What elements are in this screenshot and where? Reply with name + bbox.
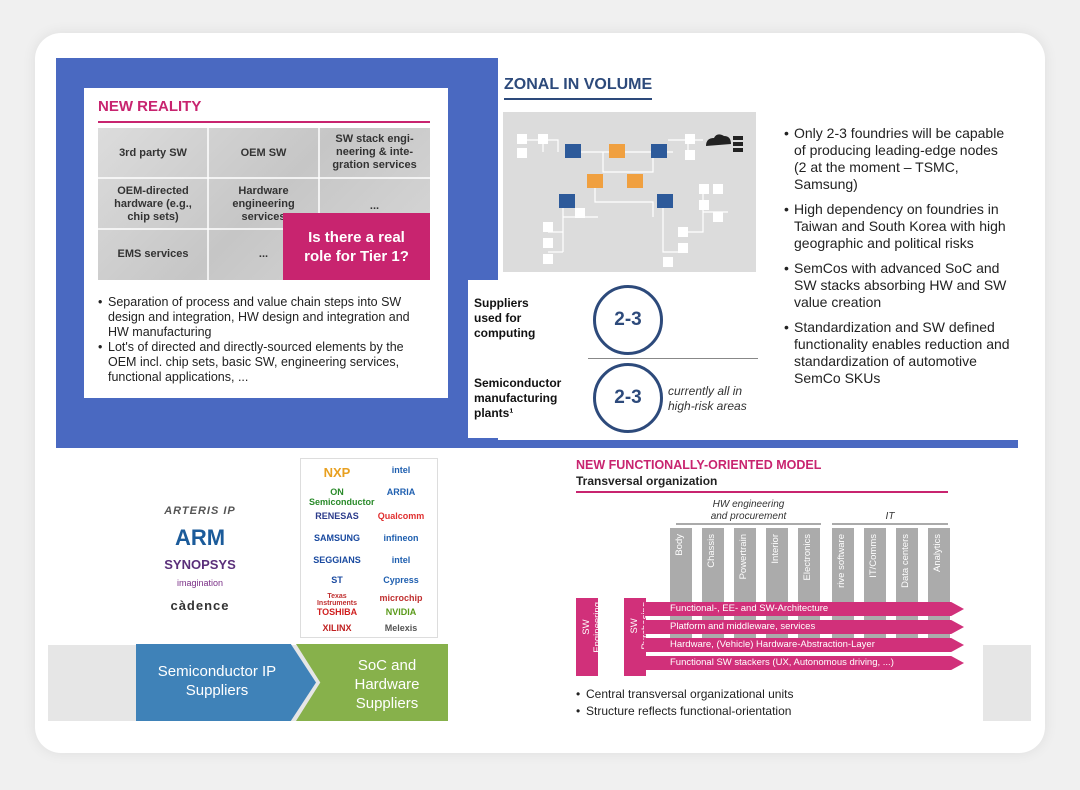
- bullet-item: Separation of process and value chain st…: [98, 295, 433, 340]
- functional-model-title: NEW FUNCTIONALLY-ORIENTED MODEL: [576, 458, 822, 472]
- bullet-item: SemCos with advanced SoC and SW stacks a…: [784, 260, 1012, 311]
- org-column: Electronics: [798, 528, 820, 646]
- grid-cell: SW stack engi- neering & inte- gration s…: [332, 133, 417, 171]
- bullet-item: Central transversal organizational units: [576, 686, 793, 703]
- soc-logo: ON Semiconductor: [309, 487, 375, 507]
- right-grey-band: [983, 645, 1031, 721]
- column-label: Interior: [770, 534, 781, 564]
- functional-bullets: Central transversal organizational units…: [576, 686, 793, 720]
- blue-bottom-strip: [56, 438, 1018, 448]
- plants-value: 2-3: [593, 363, 663, 433]
- soc-logo: Melexis: [384, 623, 418, 633]
- column-label: Powertrain: [738, 534, 749, 580]
- org-column: Body: [670, 528, 692, 646]
- functional-model-subtitle: Transversal organization: [576, 474, 718, 488]
- org-column: Analytics: [928, 528, 950, 646]
- soc-logo: SEGGIANS: [313, 555, 361, 565]
- zonal-network-diagram: [503, 112, 756, 272]
- soc-logo: Cypress: [383, 575, 419, 585]
- soc-logo: TOSHIBA: [316, 607, 358, 617]
- zonal-underline: [504, 98, 652, 100]
- it-header: IT: [885, 511, 895, 522]
- soc-logo: infineon: [383, 533, 419, 543]
- zonal-title: ZONAL IN VOLUME: [504, 76, 653, 93]
- arm-logo: ARM: [174, 525, 226, 550]
- grid-cell: ...: [258, 248, 269, 260]
- bullet-item: High dependency on foundries in Taiwan a…: [784, 201, 1012, 252]
- org-column: rive software: [832, 528, 854, 646]
- soc-logo: NVIDIA: [385, 607, 417, 617]
- title-underline: [98, 121, 430, 123]
- column-label: Body: [674, 534, 685, 556]
- soc-logo: SAMSUNG: [313, 533, 360, 543]
- grid-cell: OEM SW: [240, 147, 287, 159]
- computing-suppliers-value: 2-3: [593, 285, 663, 355]
- org-column: Interior: [766, 528, 788, 646]
- arteris-logo: ARTERIS IP: [164, 505, 236, 517]
- computing-suppliers-label: Suppliers used for computing: [474, 296, 536, 340]
- high-risk-note: currently all in high-risk areas: [668, 384, 747, 413]
- sw-purchasing-unit: SW Purchasing: [624, 598, 651, 676]
- functional-arrow: Hardware, (Vehicle) Hardware-Abstraction…: [644, 638, 964, 652]
- sw-engineering-unit: SW Engineering: [576, 598, 603, 676]
- column-label: Data centers: [900, 534, 911, 588]
- grid-cell: ...: [369, 200, 380, 212]
- plants-label: Semiconductor manufacturing plants¹: [474, 376, 562, 420]
- functional-arrow: Platform and middleware, services: [644, 620, 964, 634]
- soc-logo: NXP: [323, 465, 351, 480]
- bullet-item: Only 2-3 foundries will be capable of pr…: [784, 125, 1012, 193]
- org-column: IT/Comms: [864, 528, 886, 646]
- org-column: Data centers: [896, 528, 918, 646]
- it-header-rule: [832, 523, 948, 525]
- soc-logo: intel: [391, 465, 411, 475]
- functional-underline: [576, 491, 948, 493]
- column-label: Electronics: [802, 534, 813, 581]
- org-column: Powertrain: [734, 528, 756, 646]
- soc-logo: Texas Instruments: [316, 593, 358, 607]
- imagination-logo: imagination: [176, 578, 224, 588]
- column-label: IT/Comms: [868, 534, 879, 578]
- column-label: Chassis: [706, 534, 717, 568]
- zonal-bullets: Only 2-3 foundries will be capable of pr…: [784, 125, 1012, 395]
- bullet-item: Lot's of directed and directly-sourced e…: [98, 340, 433, 385]
- row-divider: [588, 358, 758, 359]
- tier1-callout: Is there a real role for Tier 1?: [283, 213, 430, 280]
- soc-logo: RENESAS: [315, 511, 359, 521]
- ip-suppliers-chevron: Semiconductor IP Suppliers: [136, 644, 316, 721]
- functional-arrow: Functional-, EE- and SW-Architecture: [644, 602, 964, 616]
- grid-cell: OEM-directed hardware (e.g., chip sets): [114, 185, 192, 223]
- cadence-logo: càdence: [170, 598, 230, 613]
- soc-suppliers-chevron: SoC and Hardware Suppliers: [296, 644, 448, 721]
- soc-logo: microchip: [379, 593, 423, 603]
- grid-cell: EMS services: [117, 248, 189, 260]
- column-label: rive software: [836, 534, 847, 588]
- ip-logo-column: ARTERIS IP ARM SYNOPSYS imagination càde…: [150, 505, 250, 613]
- new-reality-bullets: Separation of process and value chain st…: [98, 295, 433, 385]
- column-label: Analytics: [932, 534, 943, 573]
- grid-cell: Hardware engineering services: [232, 185, 295, 223]
- synopsys-logo: SYNOPSYS: [164, 557, 236, 572]
- sourcing-panel: Suppliers used for computing 2-3 Semicon…: [468, 280, 758, 438]
- bullet-item: Standardization and SW defined functiona…: [784, 319, 1012, 387]
- bullet-item: Structure reflects functional-orientatio…: [576, 703, 793, 720]
- hw-header-rule: [676, 523, 821, 525]
- soc-logo-grid: NXP intel ON Semiconductor ARRIA RENESAS…: [300, 458, 438, 638]
- functional-arrow: Functional SW stackers (UX, Autonomous d…: [644, 656, 964, 670]
- soc-logo: intel: [391, 555, 411, 565]
- soc-logo: XILINX: [322, 623, 352, 633]
- network-graphic: [517, 134, 743, 267]
- grid-cell: 3rd party SW: [119, 147, 187, 159]
- org-column: Chassis: [702, 528, 724, 646]
- soc-logo: Qualcomm: [377, 511, 425, 521]
- new-reality-title: NEW REALITY: [98, 98, 202, 115]
- soc-logo: ST: [331, 575, 343, 585]
- hw-engineering-header: HW engineering and procurement: [710, 499, 787, 522]
- soc-logo: ARRIA: [386, 487, 416, 497]
- unit-label: SW Engineering: [581, 602, 603, 653]
